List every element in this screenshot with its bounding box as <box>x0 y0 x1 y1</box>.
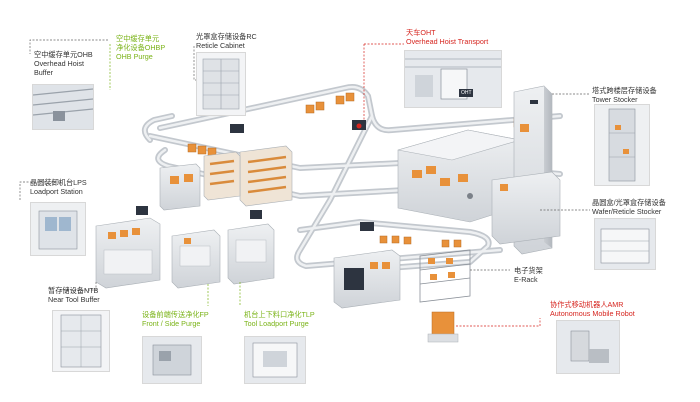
wafer-stocker-photo <box>594 218 656 270</box>
loadport-station-unit <box>159 163 201 211</box>
e-rack-unit <box>333 249 471 309</box>
ntb-unit <box>95 217 161 289</box>
fp-tool-unit <box>171 229 221 289</box>
tlp-photo <box>244 336 306 384</box>
lps-photo <box>30 202 86 256</box>
label-oht: 天车OHT Overhead Hoist Transport <box>406 28 489 46</box>
tlp-tool-unit <box>227 223 275 285</box>
reticle-cabinet-unit <box>203 145 293 207</box>
label-tower-stocker: 塔式跨楼层存储设备 Tower Stocker <box>592 86 657 104</box>
ntb-photo <box>52 310 110 372</box>
label-reticle-cabinet: 光罩盒存储设备RC Reticle Cabinet <box>196 32 257 50</box>
fp-photo <box>142 336 202 384</box>
label-amr: 协作式移动机器人AMR Autonomous Mobile Robot <box>550 300 635 318</box>
oht-badge: OHT <box>461 90 472 96</box>
label-lps: 晶圆装卸机台LPS Loadport Station <box>30 178 87 196</box>
reticle-cabinet-photo <box>196 52 246 116</box>
label-ohb-purge: 空中缓存单元 净化设备OHBP OHB Purge <box>116 34 166 61</box>
oht-photo: OHT <box>404 50 502 108</box>
overhead-rail-track <box>141 84 563 271</box>
tower-stocker-photo <box>594 104 650 186</box>
amr-robot-unit <box>427 311 459 343</box>
callout-lines <box>19 39 590 327</box>
label-e-rack: 电子货架 E-Rack <box>514 266 543 284</box>
label-fp: 设备前端传送净化FP Front / Side Purge <box>142 310 209 328</box>
ohb-photo <box>32 84 94 130</box>
label-wafer-reticle-stocker: 晶圆盒/光罩盒存储设备 Wafer/Reticle Stocker <box>592 198 666 216</box>
label-ohb: 空中缓存单元OHB Overhead Hoist Buffer <box>34 50 93 77</box>
label-tlp: 机台上下料口净化TLP Tool Loadport Purge <box>244 310 315 328</box>
wafer-stocker-unit <box>491 171 561 245</box>
amr-photo <box>556 320 620 374</box>
label-ntb: 暂存储设备NTB Near Tool Buffer <box>48 286 100 304</box>
process-tool <box>397 129 521 223</box>
